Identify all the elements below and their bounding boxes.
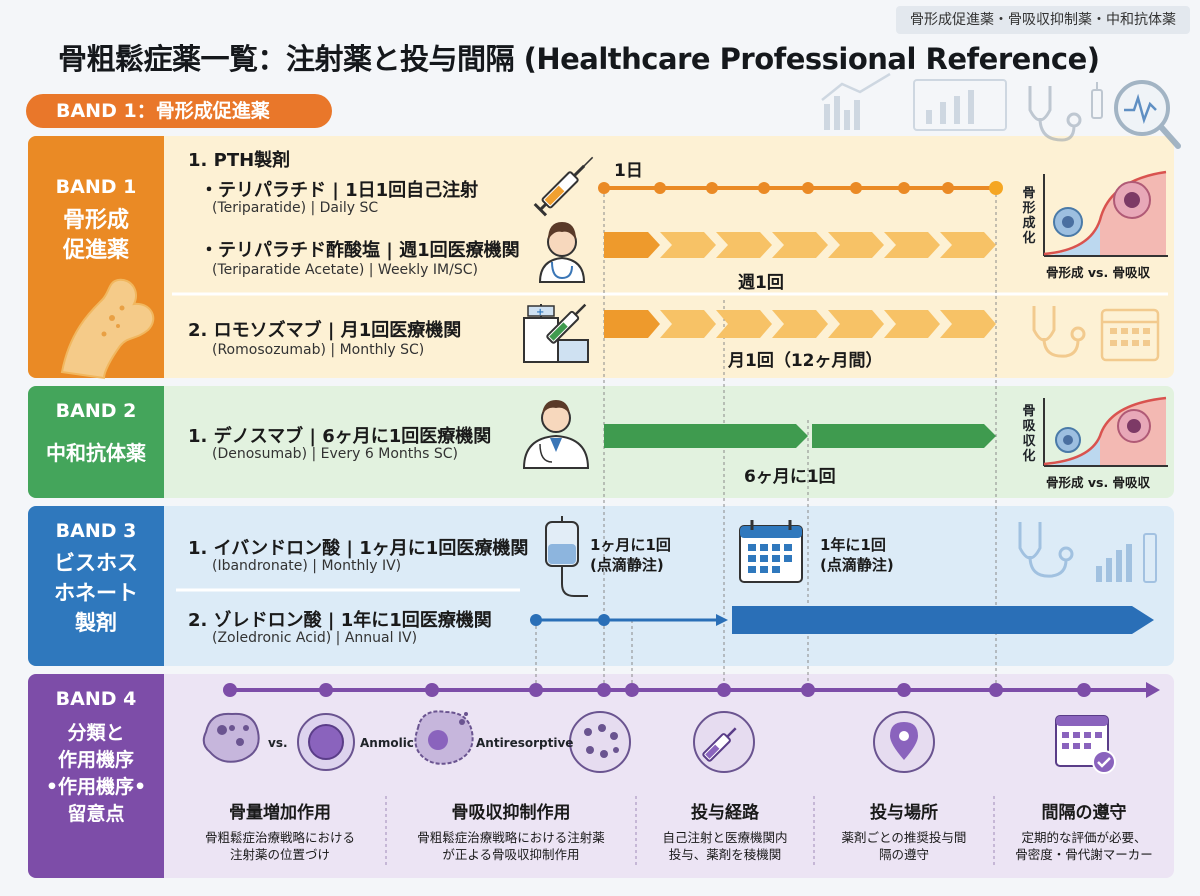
anmolic-label: Anmolic bbox=[360, 736, 414, 750]
column-adherence: 間隔の遵守 定期的な評価が必要、 骨密度・骨代謝マーカー bbox=[996, 798, 1172, 863]
column-adherence-text: 定期的な評価が必要、 骨密度・骨代謝マーカー bbox=[1015, 830, 1153, 862]
bone-formation-chart bbox=[1043, 170, 1168, 257]
multinucleated-cell-icon bbox=[569, 711, 631, 773]
header-deco-chart-icon bbox=[821, 72, 891, 130]
band2-side: BAND 2 中和抗体薬 bbox=[28, 386, 164, 498]
iv-bag-icon bbox=[545, 516, 588, 597]
stethoscope-icon-band3 bbox=[1018, 522, 1074, 578]
column-adherence-title: 間隔の遵守 bbox=[1041, 803, 1127, 823]
column-antiresorptive: 骨吸収抑制作用 骨粗鬆症治療戦略における注射薬 が正よる骨吸収抑制作用 bbox=[388, 798, 634, 863]
chart2-caption: 骨形成 vs. 骨吸収 bbox=[1046, 475, 1151, 490]
bar-chart-icon-band3 bbox=[1096, 533, 1157, 583]
column-bone-gain: 骨量増加作用 骨粗鬆症治療戦略における 注射薬の位置づけ bbox=[176, 798, 384, 863]
six-month-arrows bbox=[604, 424, 996, 448]
band2-subtitle: 中和抗体薬 bbox=[46, 441, 146, 465]
antiresorptive-label: Antiresorptive bbox=[476, 736, 574, 750]
column-antiresorptive-title: 骨吸収抑制作用 bbox=[451, 803, 571, 823]
calendar-icon bbox=[739, 520, 803, 583]
teriparatide-sub: (Teriparatide) | Daily SC bbox=[212, 200, 379, 216]
band4-panel bbox=[28, 674, 1174, 878]
column-route-text: 自己注射と医療機関内 投与、薬剤を稜機関 bbox=[662, 830, 788, 862]
bone-resorption-chart bbox=[1043, 396, 1168, 467]
band1-name: BAND 1 bbox=[55, 176, 137, 198]
denosumab-sub: (Denosumab) | Every 6 Months SC) bbox=[212, 446, 458, 462]
vial-icon bbox=[1091, 82, 1103, 119]
zoledronic-route-label: (点滴静注) bbox=[820, 556, 894, 574]
zoledronic-timeline bbox=[530, 606, 1154, 634]
column-site-text: 薬剤ごとの推奨投与間 隔の遵守 bbox=[841, 830, 967, 862]
denosumab-main: 1. デノスマブ | 6ヶ月に1回医療機関 bbox=[188, 426, 492, 447]
doctor-icon bbox=[522, 400, 590, 469]
header-deco-report-icon bbox=[913, 79, 1007, 131]
band4-subtitle: 分類と 作用機序 •作用機序• 留意点 bbox=[45, 722, 147, 825]
syringe-icon bbox=[533, 156, 594, 217]
bone-icon bbox=[60, 278, 155, 380]
band1-subtitle: 骨形成 促進薬 bbox=[62, 208, 129, 263]
daily-timeline bbox=[598, 181, 1003, 195]
column-bone-gain-title: 骨量増加作用 bbox=[229, 803, 331, 823]
column-route-title: 投与経路 bbox=[691, 803, 759, 823]
magnifier-icon bbox=[1114, 80, 1181, 149]
vs-label: vs. bbox=[268, 736, 288, 750]
monthly-label: 月1回（12ヶ月間） bbox=[728, 351, 883, 371]
band2-name: BAND 2 bbox=[55, 400, 137, 422]
weekly-chevrons bbox=[604, 232, 996, 258]
band3-subtitle: ビスホス ホネート 製剤 bbox=[54, 551, 138, 635]
band1-pill: BAND 1：骨形成促進薬 bbox=[26, 94, 332, 128]
ibandronate-route-label: (点滴静注) bbox=[590, 556, 664, 574]
svg-text:+: + bbox=[536, 307, 544, 318]
syringe-circle-icon bbox=[693, 711, 755, 773]
teriparatide-main: ・テリパラチド | 1日1回自己注射 bbox=[200, 180, 479, 201]
ibandronate-main: 1. イバンドロン酸 | 1ヶ月に1回医療機関 bbox=[188, 538, 529, 559]
header-tag: 骨形成促進薬・骨吸収抑制薬・中和抗体薬 bbox=[896, 6, 1190, 34]
band3-side: BAND 3 ビスホス ホネート 製剤 bbox=[28, 506, 164, 666]
hospital-syringe-icon: + bbox=[523, 303, 589, 363]
osteoclast-cell-icon bbox=[414, 710, 474, 765]
timeline-guides bbox=[535, 188, 997, 690]
stethoscope-icon bbox=[1028, 86, 1082, 142]
column-route: 投与経路 自己注射と医療機関内 投与、薬剤を稜機関 bbox=[638, 798, 812, 863]
band3-panel bbox=[28, 506, 1174, 666]
romosozumab-main: 2. ロモソズマブ | 月1回医療機関 bbox=[188, 320, 462, 341]
column-antiresorptive-text: 骨粗鬆症治療戦略における注射薬 が正よる骨吸収抑制作用 bbox=[417, 830, 605, 862]
zoledronic-interval-label: 1年に1回 bbox=[820, 536, 886, 554]
column-site: 投与場所 薬剤ごとの推奨投与間 隔の遵守 bbox=[816, 798, 992, 863]
calendar-icon-band1 bbox=[1100, 308, 1160, 362]
band4-timeline bbox=[223, 682, 1160, 698]
stethoscope-icon-band1 bbox=[1032, 306, 1086, 358]
monthly-chevrons bbox=[604, 310, 996, 338]
zoledronic-sub: (Zoledronic Acid) | Annual IV) bbox=[212, 630, 418, 646]
column-bone-gain-text: 骨粗鬆症治療戦略における 注射薬の位置づけ bbox=[204, 830, 355, 862]
band4-name: BAND 4 bbox=[55, 688, 137, 710]
location-pin-icon bbox=[873, 711, 935, 773]
chart2-vertical-label: 骨吸収化 bbox=[1022, 404, 1036, 464]
teriparatide-acetate-main: ・テリパラチド酢酸塩 | 週1回医療機関 bbox=[200, 240, 520, 261]
romosozumab-sub: (Romosozumab) | Monthly SC) bbox=[212, 342, 425, 358]
zoledronic-main: 2. ゾレドロン酸 | 1年に1回医療機関 bbox=[188, 610, 492, 631]
teriparatide-acetate-sub: (Teriparatide Acetate) | Weekly IM/SC) bbox=[212, 262, 478, 278]
daily-label: 1日 bbox=[614, 161, 643, 181]
chart1-caption: 骨形成 vs. 骨吸収 bbox=[1046, 265, 1151, 280]
band3-name: BAND 3 bbox=[55, 520, 137, 542]
chart1-vertical-label: 骨形成化 bbox=[1022, 186, 1036, 246]
weekly-label: 週1回 bbox=[738, 273, 784, 293]
ibandronate-sub: (Ibandronate) | Monthly IV) bbox=[212, 558, 402, 574]
osteoblast-cell-icon bbox=[202, 712, 260, 763]
pth-group-label: 1. PTH製剤 bbox=[188, 150, 291, 171]
column-site-title: 投与場所 bbox=[870, 803, 938, 823]
cell-icon bbox=[297, 713, 355, 771]
band4-side: BAND 4 分類と 作用機序 •作用機序• 留意点 bbox=[28, 674, 164, 878]
page-title: 骨粗鬆症薬一覧：注射薬と投与間隔 (Healthcare Professiona… bbox=[58, 42, 1100, 76]
six-month-label: 6ヶ月に1回 bbox=[744, 467, 836, 487]
ibandronate-interval-label: 1ヶ月に1回 bbox=[590, 536, 671, 554]
calendar-check-icon bbox=[1055, 715, 1116, 774]
nurse-icon bbox=[538, 222, 586, 283]
